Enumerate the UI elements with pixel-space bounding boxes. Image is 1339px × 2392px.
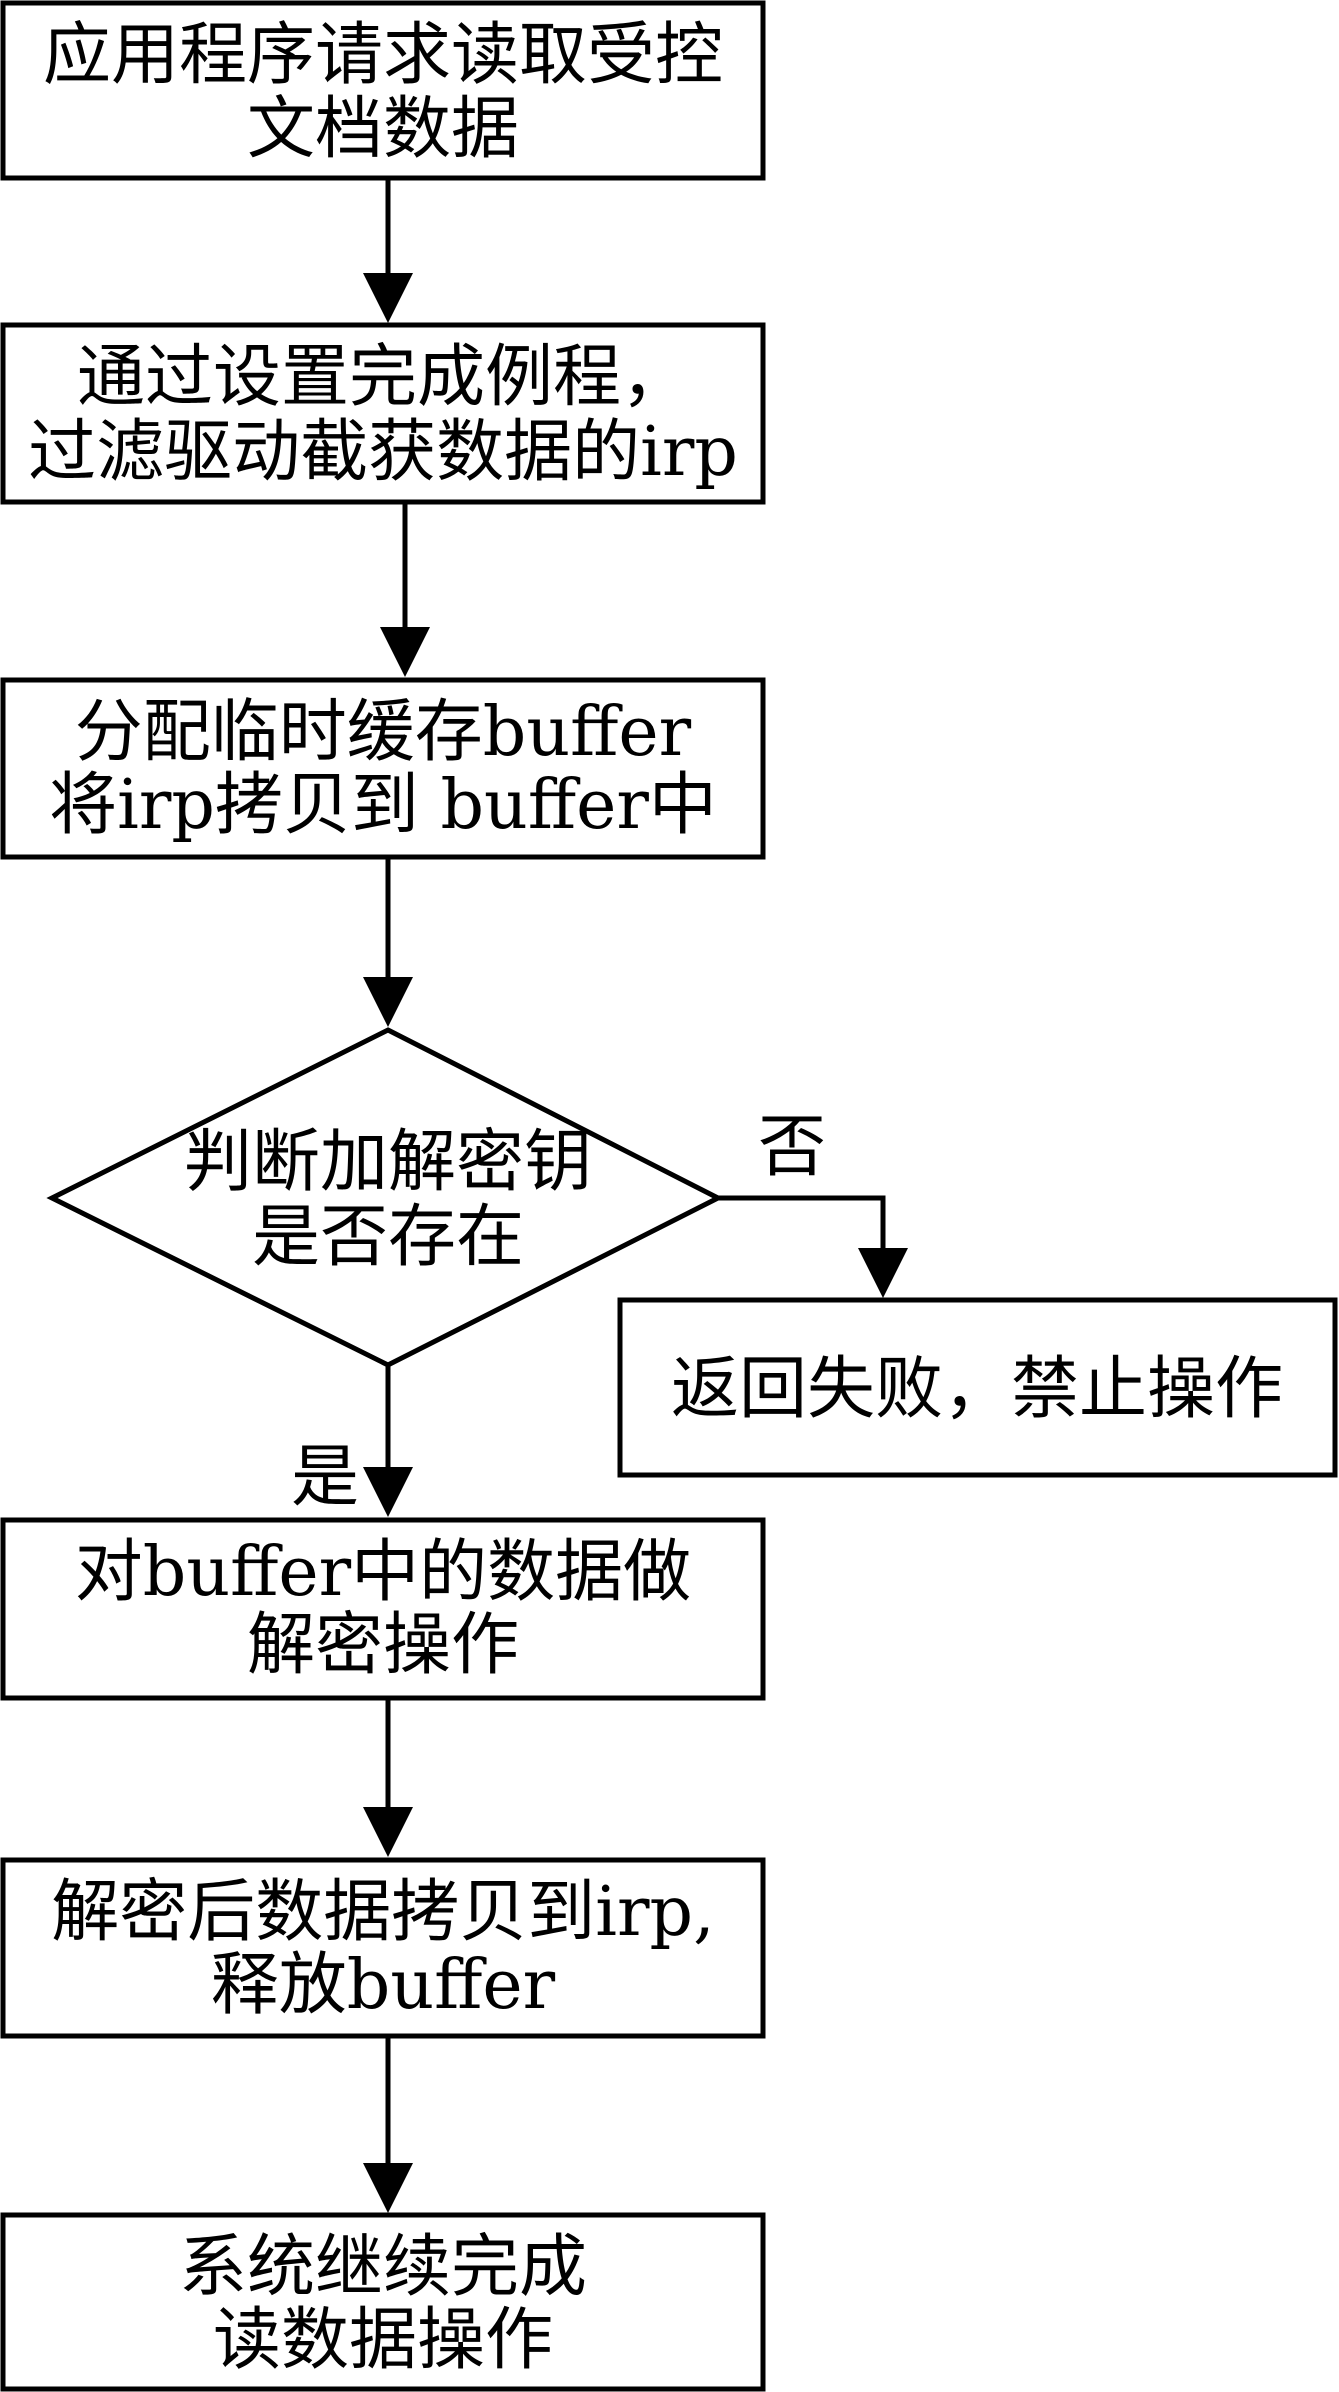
node-return-failure-line-1: 返回失败，禁止操作 (671, 1350, 1283, 1429)
node-key-check-diamond (46, 1027, 724, 1368)
node-copy-back-box (0, 1857, 766, 2039)
node-key-check-line-2: 是否存在 (252, 1198, 524, 1277)
node-continue-read: 系统继续完成 读数据操作 (0, 2212, 766, 2392)
node-intercept-irp: 通过设置完成例程， 过滤驱动截获数据的irp (0, 322, 766, 505)
edge-label-yes: 是 (291, 1438, 359, 1517)
node-intercept-irp-box (0, 322, 766, 505)
node-request-read: 应用程序请求读取受控 文档数据 (0, 0, 766, 181)
node-allocate-buffer: 分配临时缓存buffer 将irp拷贝到 buffer中 (0, 677, 766, 860)
node-return-failure-box (617, 1297, 1338, 1478)
node-copy-back-line-2: 释放buffer (211, 1946, 556, 2025)
node-decrypt-buffer-box (0, 1517, 766, 1701)
node-allocate-buffer-box (0, 677, 766, 860)
node-return-failure: 返回失败，禁止操作 (617, 1297, 1338, 1478)
edge-label-no: 否 (758, 1108, 826, 1187)
node-copy-back-line-1: 解密后数据拷贝到irp, (51, 1873, 714, 1952)
edges (363, 178, 908, 2213)
node-request-read-line-2: 文档数据 (247, 90, 519, 169)
node-continue-read-box (0, 2212, 766, 2392)
node-copy-back: 解密后数据拷贝到irp, 释放buffer (0, 1857, 766, 2039)
node-decrypt-buffer-line-1: 对buffer中的数据做 (75, 1533, 691, 1612)
node-continue-read-line-1: 系统继续完成 (179, 2228, 587, 2307)
node-allocate-buffer-line-1: 分配临时缓存buffer (75, 693, 692, 772)
node-key-check-decision: 判断加解密钥 是否存在 (46, 1027, 724, 1368)
node-request-read-line-1: 应用程序请求读取受控 (43, 16, 723, 95)
node-decrypt-buffer-line-2: 解密操作 (247, 1606, 519, 1685)
node-allocate-buffer-line-2: 将irp拷贝到 buffer中 (49, 766, 717, 845)
node-continue-read-line-2: 读数据操作 (213, 2301, 553, 2380)
node-key-check-line-1: 判断加解密钥 (184, 1123, 592, 1202)
node-intercept-irp-line-2: 过滤驱动截获数据的irp (28, 413, 738, 492)
edge-n4-n5 (718, 1195, 908, 1298)
node-request-read-box (0, 0, 766, 181)
node-decrypt-buffer: 对buffer中的数据做 解密操作 (0, 1517, 766, 1701)
node-intercept-irp-line-1: 通过设置完成例程， (77, 338, 689, 417)
